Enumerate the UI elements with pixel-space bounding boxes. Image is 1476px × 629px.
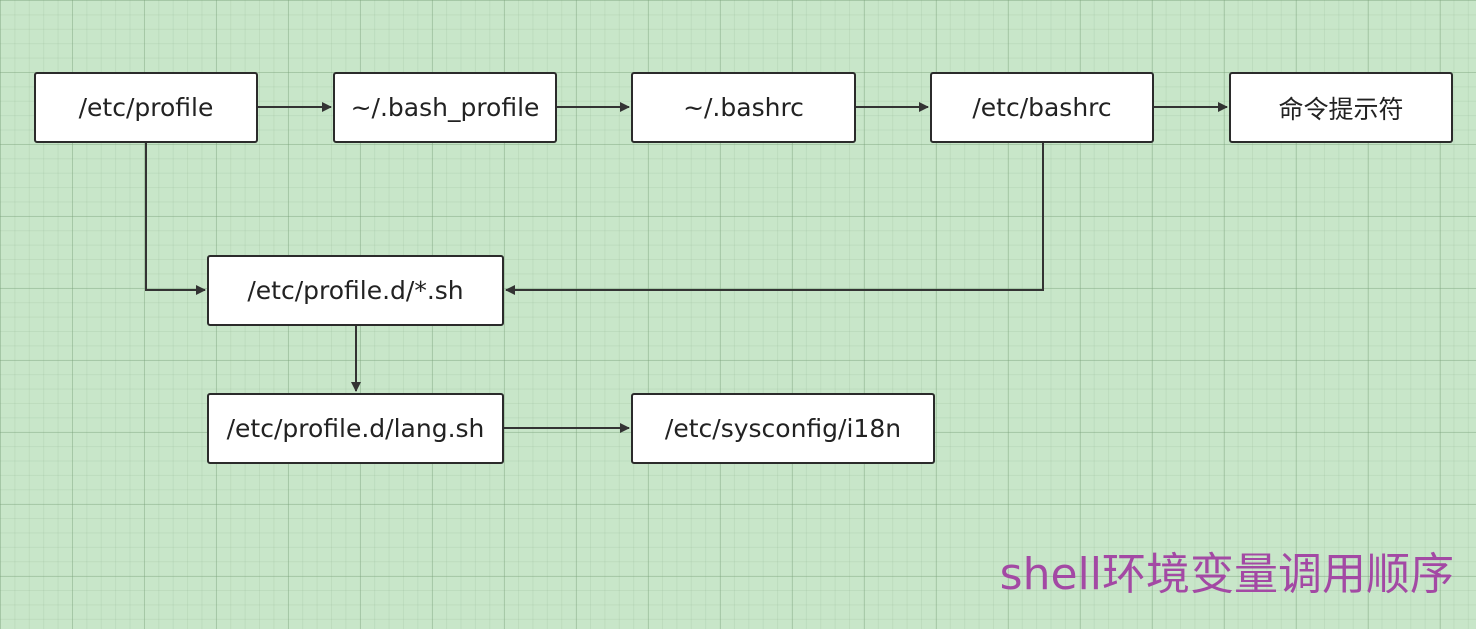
node-etc-profile: /etc/profile: [34, 72, 258, 143]
node-bashrc-home: ~/.bashrc: [631, 72, 856, 143]
node-sysconfig-i18n: /etc/sysconfig/i18n: [631, 393, 935, 464]
node-prompt-label: 命令提示符: [1278, 94, 1404, 124]
node-bashrc-home-label: ~/.bashrc: [683, 93, 804, 122]
node-prompt: 命令提示符: [1229, 72, 1453, 143]
node-etc-bashrc: /etc/bashrc: [930, 72, 1154, 143]
node-profile-d-lang: /etc/profile.d/lang.sh: [207, 393, 504, 464]
node-profile-d-sh-label: /etc/profile.d/*.sh: [247, 276, 464, 305]
node-profile-d-lang-label: /etc/profile.d/lang.sh: [226, 414, 485, 443]
diagram-caption: shell环境变量调用顺序: [999, 549, 1454, 600]
edge-etc-profile-to-profile-d-sh: [145, 143, 206, 295]
node-etc-profile-label: /etc/profile: [78, 93, 214, 122]
edge-etc-bashrc-to-profile-d-sh: [505, 143, 1044, 295]
node-profile-d-sh: /etc/profile.d/*.sh: [207, 255, 504, 326]
node-etc-bashrc-label: /etc/bashrc: [972, 93, 1112, 122]
node-bash-profile: ~/.bash_profile: [333, 72, 557, 143]
node-bash-profile-label: ~/.bash_profile: [350, 93, 540, 122]
node-sysconfig-i18n-label: /etc/sysconfig/i18n: [664, 414, 902, 443]
